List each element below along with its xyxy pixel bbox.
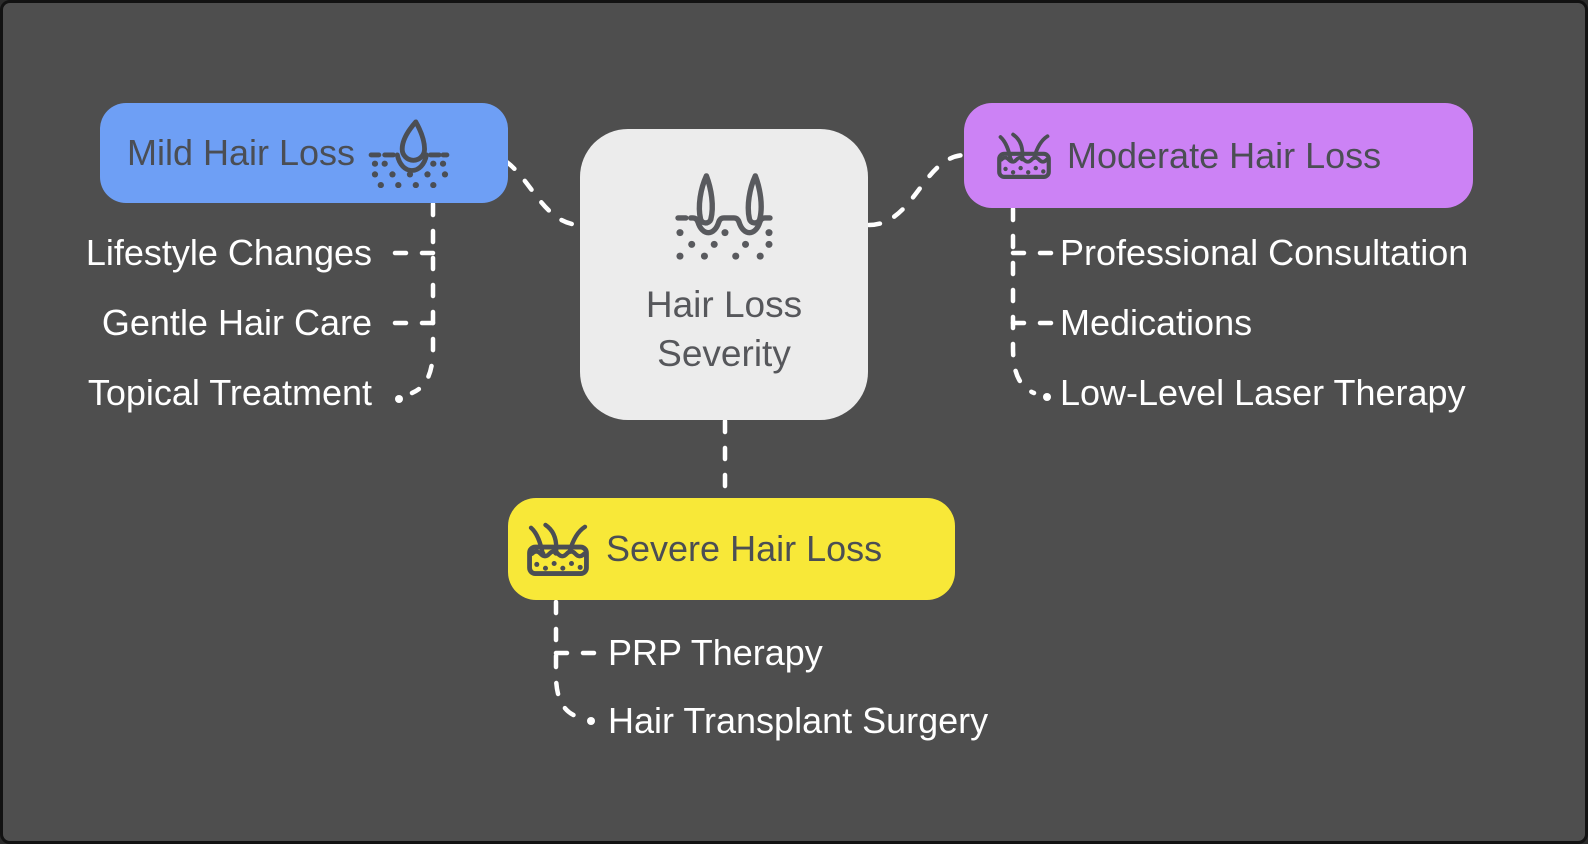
item-medications: Medications <box>1060 302 1253 343</box>
root-node-label: Hair Loss Severity <box>646 280 802 378</box>
item-hair-transplant-surgery: Hair Transplant Surgery <box>608 700 989 741</box>
node-severe-hair-loss: Severe Hair Loss <box>508 498 955 600</box>
edge-mild-to-root <box>478 150 584 228</box>
item-prp-therapy: PRP Therapy <box>608 632 823 673</box>
droplet-skin-icon <box>368 119 450 188</box>
node-moderate-hair-loss: Moderate Hair Loss <box>964 103 1473 208</box>
root-label-line2: Severity <box>657 333 791 374</box>
item-lifestyle-changes: Lifestyle Changes <box>85 232 372 273</box>
dot-topical-treatment <box>395 395 403 403</box>
edges-svg <box>392 150 1054 725</box>
severe-node-label: Severe Hair Loss <box>606 528 883 569</box>
node-mild-hair-loss: Mild Hair Loss <box>100 103 508 203</box>
item-topical-treatment: Topical Treatment <box>87 372 372 413</box>
skin-cross-section-icon <box>527 522 589 576</box>
mild-node-label: Mild Hair Loss <box>127 132 356 173</box>
edge-mild-children-spine <box>409 201 436 396</box>
edge-severe-children-spine <box>553 599 581 720</box>
moderate-node-label: Moderate Hair Loss <box>1067 134 1382 176</box>
root-label-line1: Hair Loss <box>645 284 803 325</box>
dot-hair-transplant-surgery <box>587 717 595 725</box>
skin-cross-section-icon <box>997 132 1051 179</box>
item-low-level-laser-therapy: Low-Level Laser Therapy <box>1060 372 1466 413</box>
node-hair-loss-severity: Hair Loss Severity <box>580 129 868 420</box>
dot-low-level-laser-therapy <box>1043 393 1051 401</box>
hair-follicles-skin-icon <box>675 173 773 260</box>
edge-moderate-children-spine <box>1010 206 1037 396</box>
item-gentle-hair-care: Gentle Hair Care <box>101 302 372 343</box>
edge-root-to-moderate <box>866 152 969 228</box>
item-professional-consultation: Professional Consultation <box>1060 232 1469 273</box>
